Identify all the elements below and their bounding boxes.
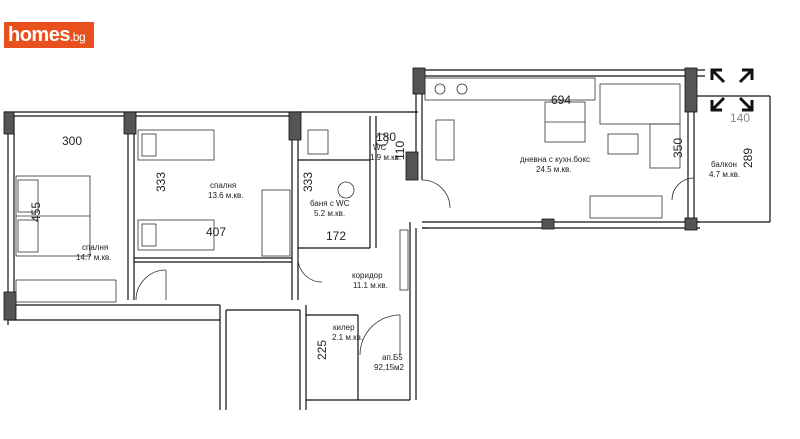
room-bedroom2-area: 13.6 м.кв. — [208, 191, 244, 200]
room-storage-name: килер — [333, 323, 355, 332]
dim-350: 350 — [671, 138, 685, 158]
logo-tld: .bg — [69, 30, 86, 44]
room-bath-name: баня с WC — [310, 199, 350, 208]
room-bedroom1-name: спалня — [82, 243, 108, 252]
dim-300: 300 — [62, 134, 82, 148]
room-bath-area: 5.2 м.кв. — [314, 209, 345, 218]
apartment-area: 92,15м2 — [374, 363, 405, 372]
apartment-name: ап.Б5 — [382, 353, 403, 362]
room-living-area: 24.5 м.кв. — [536, 165, 572, 174]
room-living-name: дневна с кухн.бокс — [520, 155, 590, 164]
expand-icon[interactable] — [708, 66, 756, 114]
room-corridor-area: 11.1 м.кв. — [353, 281, 388, 290]
dim-694: 694 — [551, 93, 571, 107]
room-wc-area: 1.9 м.кв. — [370, 153, 401, 162]
dim-333-bath: 333 — [301, 172, 315, 192]
room-balcony-area: 4.7 м.кв. — [709, 170, 740, 179]
room-corridor-name: коридор — [352, 271, 383, 280]
dim-225: 225 — [315, 340, 329, 360]
room-bedroom2-name: спалня — [210, 181, 236, 190]
room-balcony-name: балкон — [711, 160, 737, 169]
dim-110: 110 — [393, 141, 407, 160]
room-bedroom1-area: 14.7 м.кв. — [76, 253, 112, 262]
dim-455: 455 — [29, 202, 43, 222]
homes-bg-logo: homes.bg — [4, 22, 94, 48]
room-storage-area: 2.1 м.кв. — [332, 333, 363, 342]
dim-140: 140 — [730, 111, 750, 125]
dim-333-bedroom: 333 — [154, 172, 168, 192]
dim-407: 407 — [206, 225, 226, 239]
dim-289: 289 — [741, 148, 755, 168]
dim-172: 172 — [326, 229, 346, 243]
dim-180: 180 — [376, 130, 396, 144]
logo-brand: homes — [8, 24, 70, 46]
room-wc-name: WC — [373, 143, 387, 152]
